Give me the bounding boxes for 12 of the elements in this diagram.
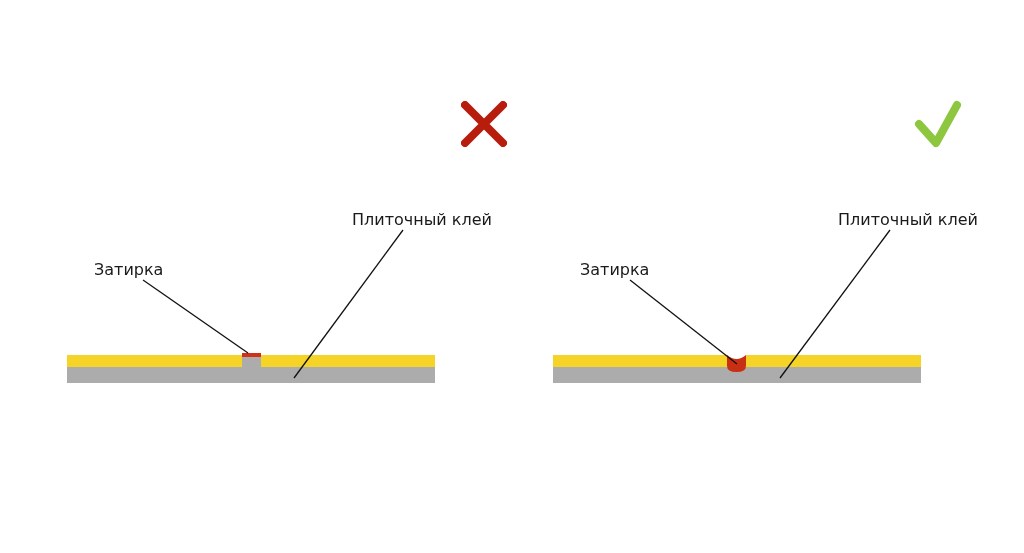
grout-fill [727,355,746,372]
callout-label: Затирка [580,260,650,280]
leader-line [629,279,738,365]
leader-line [779,229,891,379]
callout-label: Плиточный клей [352,210,492,230]
grout-strip [242,353,261,357]
adhesive-layer [553,367,921,383]
leader-line [293,229,404,379]
callout-label: Затирка [94,260,164,280]
leader-line [142,279,249,354]
adhesive-layer [67,357,435,383]
callout-label: Плиточный клей [838,210,978,230]
